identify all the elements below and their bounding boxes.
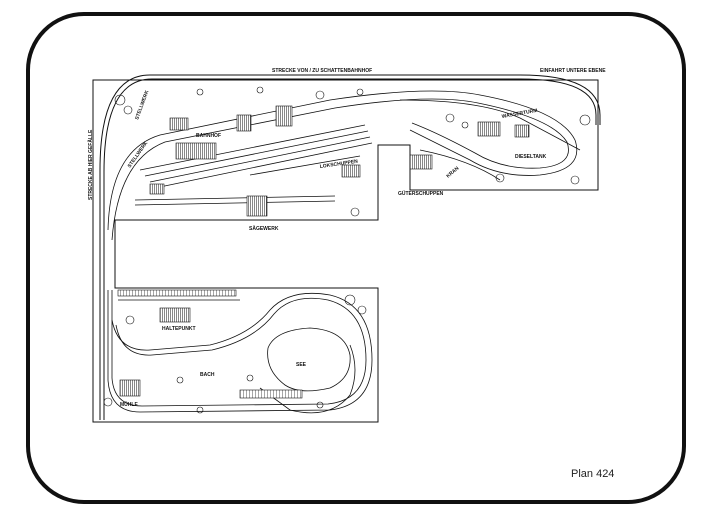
baseboard-outline — [92, 79, 599, 423]
label-bach: BACH — [200, 372, 215, 378]
label-muehle: MÜHLE — [120, 401, 138, 408]
label-saegewerk: SÄGEWERK — [249, 225, 279, 232]
label-dieseltank: DIESELTANK — [515, 154, 547, 160]
plan-number: Plan 424 — [571, 468, 615, 480]
buildings — [117, 105, 530, 399]
label-einfahrt: EINFAHRT UNTERE EBENE — [540, 68, 606, 74]
label-strecke-top: STRECKE VON / ZU SCHATTENBAHNHOF — [272, 68, 372, 74]
label-bahnhof: BAHNHOF — [196, 133, 221, 139]
trees — [103, 86, 591, 414]
station-tracks — [107, 90, 581, 241]
label-strecke-side: STRECKE AB HIER GEFÄLLE — [87, 129, 94, 200]
label-haltepunkt: HALTEPUNKT — [162, 326, 196, 332]
label-see: SEE — [296, 362, 307, 368]
main-line-track — [99, 74, 601, 420]
label-lokschuppen: LOKSCHUPPEN — [319, 159, 358, 170]
label-gueterschuppen: GÜTERSCHUPPEN — [398, 190, 444, 197]
label-stellwerk-top: STELLWERK — [134, 89, 150, 120]
lake — [267, 327, 351, 392]
label-kran: KRAN — [445, 165, 460, 179]
lower-loop-track — [107, 287, 373, 414]
